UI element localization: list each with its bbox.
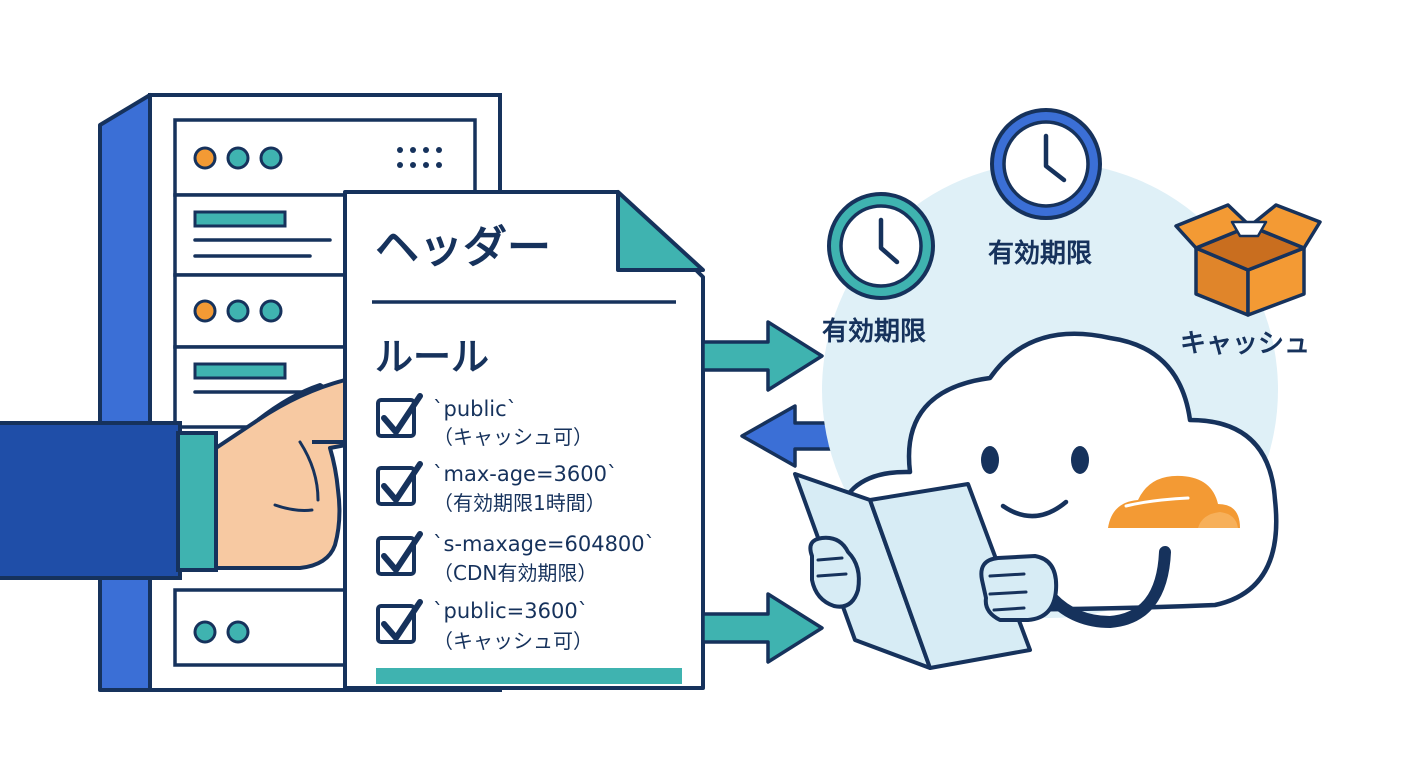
vent-dots <box>397 147 442 168</box>
server-unit <box>173 118 477 197</box>
checkmark-icon <box>381 531 423 573</box>
smile <box>1000 499 1069 519</box>
box-icon <box>1174 203 1322 317</box>
header-document: ヘッダー ルール `public` （キャッシュ可） `max-age=3600… <box>343 190 705 690</box>
checkmark-icon <box>381 599 423 641</box>
rule-code: `public` <box>433 397 517 421</box>
checkbox-icon <box>376 466 416 506</box>
eye <box>1071 446 1089 474</box>
rule-note: （キャッシュ可） <box>433 425 593 449</box>
clock-icon <box>990 108 1102 220</box>
clock-icon <box>827 192 935 300</box>
document-footer-bar <box>376 668 682 684</box>
pointing-hand <box>0 378 391 580</box>
document-subtitle: ルール <box>375 335 489 379</box>
rule-code: `s-maxage=604800` <box>433 532 655 556</box>
rule-item: `public` （キャッシュ可） <box>376 393 593 449</box>
checkbox-icon <box>376 398 416 438</box>
rule-code: `public=3600` <box>433 599 588 623</box>
document-title: ヘッダー <box>375 222 551 273</box>
rule-note: （キャッシュ可） <box>433 629 593 653</box>
cloud-hand <box>808 535 861 609</box>
rule-note: （CDN有効期限） <box>433 561 597 585</box>
expiry-label-left: 有効期限 <box>822 316 926 347</box>
eye <box>981 446 999 474</box>
checkbox-icon <box>376 604 416 644</box>
checkmark-icon <box>381 393 423 435</box>
arrow-right-icon <box>701 320 824 392</box>
rule-code: `max-age=3600` <box>433 462 618 486</box>
checkmark-icon <box>381 461 423 503</box>
rule-item: `public=3600` （キャッシュ可） <box>376 599 593 653</box>
rule-item: `s-maxage=604800` （CDN有効期限） <box>376 531 655 585</box>
rule-item: `max-age=3600` （有効期限1時間） <box>376 461 618 515</box>
rule-note: （有効期限1時間） <box>433 491 606 515</box>
cloud-logo-icon <box>1108 475 1240 528</box>
checkbox-icon <box>376 536 416 576</box>
arm <box>1046 546 1171 629</box>
arrow-right-icon <box>701 592 824 664</box>
expiry-label-top: 有効期限 <box>988 238 1092 269</box>
cloud-character <box>793 331 1279 670</box>
cache-label: キャッシュ <box>1180 329 1310 359</box>
cloud-hand <box>979 554 1059 622</box>
